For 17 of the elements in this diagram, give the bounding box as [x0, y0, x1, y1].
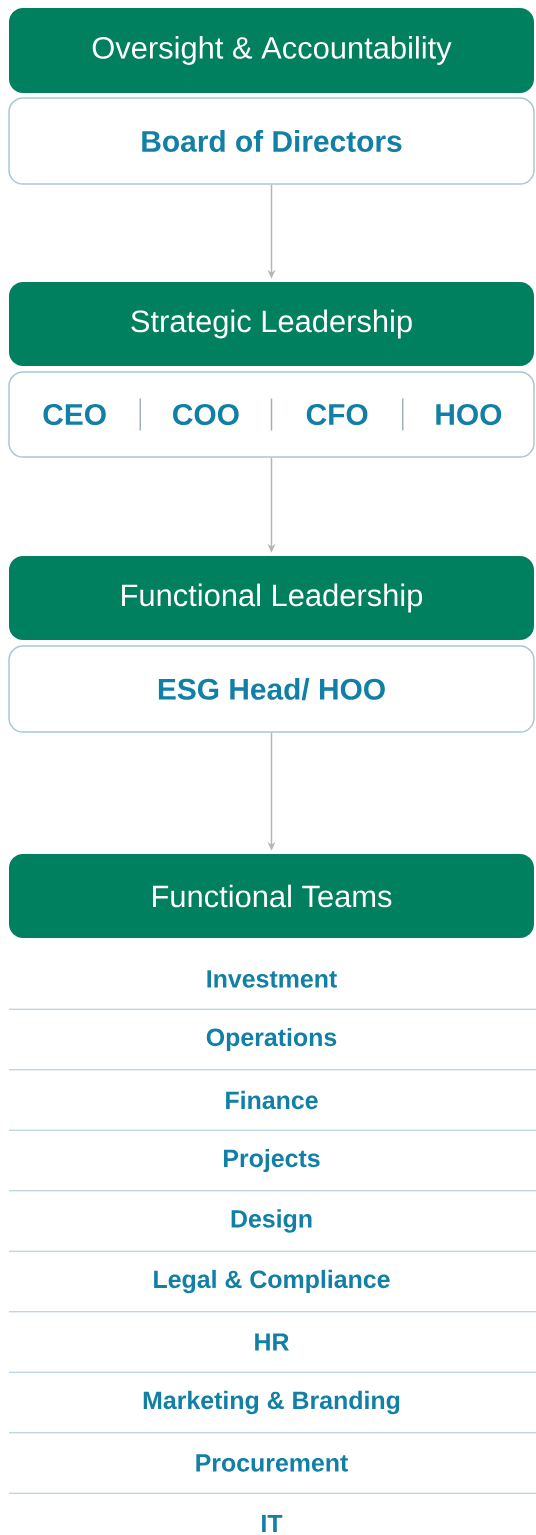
team-label: Design — [231, 1209, 312, 1233]
role-box: Board of Directors — [8, 97, 535, 185]
role-box: ESG Head/ HOO — [8, 645, 535, 733]
team-label: IT — [262, 1514, 283, 1533]
team-label: Legal & Compliance — [154, 1269, 390, 1294]
section-header: Oversight & Accountability — [9, 8, 534, 93]
team-label: Operations — [206, 1027, 337, 1052]
team-label: Procurement — [196, 1454, 348, 1472]
team-label: Investment — [207, 970, 337, 988]
team-label: Marketing & Branding — [143, 1390, 400, 1415]
section-header: Strategic Leadership — [9, 282, 534, 366]
team-label: Projects — [224, 1148, 320, 1173]
section-header: Functional Leadership — [9, 556, 534, 640]
role-box: CEO COO CFO HOO — [8, 371, 535, 458]
team-label: HR — [255, 1333, 289, 1351]
section-header: Functional Teams — [9, 854, 534, 938]
team-label: Finance — [226, 1090, 318, 1110]
